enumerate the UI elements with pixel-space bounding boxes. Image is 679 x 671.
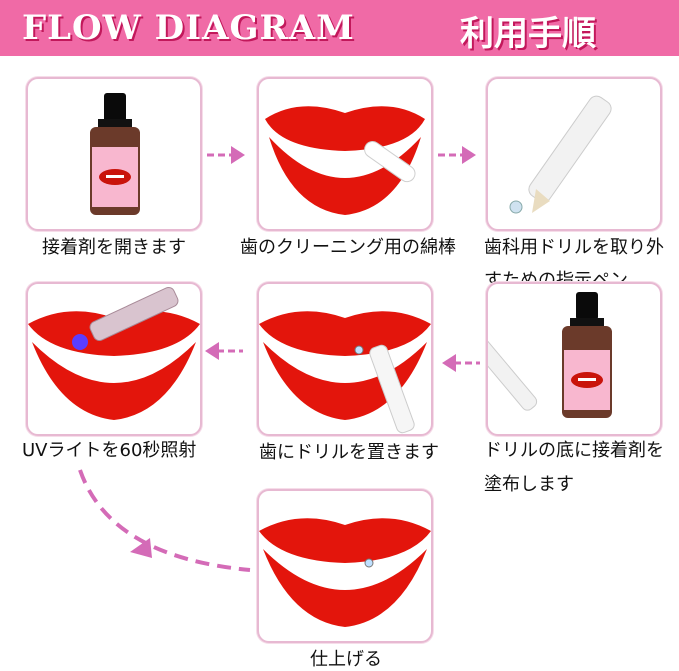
step-1-caption: 接着剤を開きます bbox=[42, 237, 186, 258]
header-banner: FLOW DIAGRAM 利用手順 bbox=[0, 0, 679, 56]
arrow-2-to-3 bbox=[438, 146, 476, 164]
uv-light-image bbox=[28, 286, 200, 420]
step-2-caption: 歯のクリーニング用の綿棒 bbox=[240, 237, 456, 258]
step-3-card bbox=[486, 77, 662, 231]
step-7-card bbox=[257, 489, 433, 643]
arrow-6-to-5 bbox=[442, 354, 480, 372]
step-4-caption: UVライトを60秒照射 bbox=[22, 440, 197, 461]
step-4-card bbox=[26, 282, 202, 436]
pointer-pen-image bbox=[509, 95, 612, 214]
step-6-card bbox=[486, 282, 662, 436]
step-6-caption-line2: 塗布します bbox=[484, 474, 574, 495]
page-title: FLOW DIAGRAM bbox=[22, 8, 355, 48]
lips-finished-image bbox=[259, 518, 431, 627]
arrow-5-to-4 bbox=[205, 342, 243, 360]
lips-swab-image bbox=[265, 106, 425, 215]
step-2-card bbox=[257, 77, 433, 231]
arrow-4-to-7 bbox=[78, 469, 251, 572]
arrow-1-to-2 bbox=[207, 146, 245, 164]
step-5-card bbox=[257, 282, 433, 436]
lips-drill-image bbox=[259, 311, 431, 434]
step-6-caption-line1: ドリルの底に接着剤を bbox=[484, 440, 664, 461]
step-5-caption: 歯にドリルを置きます bbox=[259, 442, 439, 463]
glue-bottle-image bbox=[90, 93, 140, 215]
step-3-caption-line1: 歯科用ドリルを取り外 bbox=[484, 237, 664, 258]
glue-drill-image bbox=[488, 292, 612, 418]
step-7-caption: 仕上げる bbox=[310, 649, 382, 670]
step-1-card bbox=[26, 77, 202, 231]
page-subtitle: 利用手順 bbox=[460, 14, 596, 54]
